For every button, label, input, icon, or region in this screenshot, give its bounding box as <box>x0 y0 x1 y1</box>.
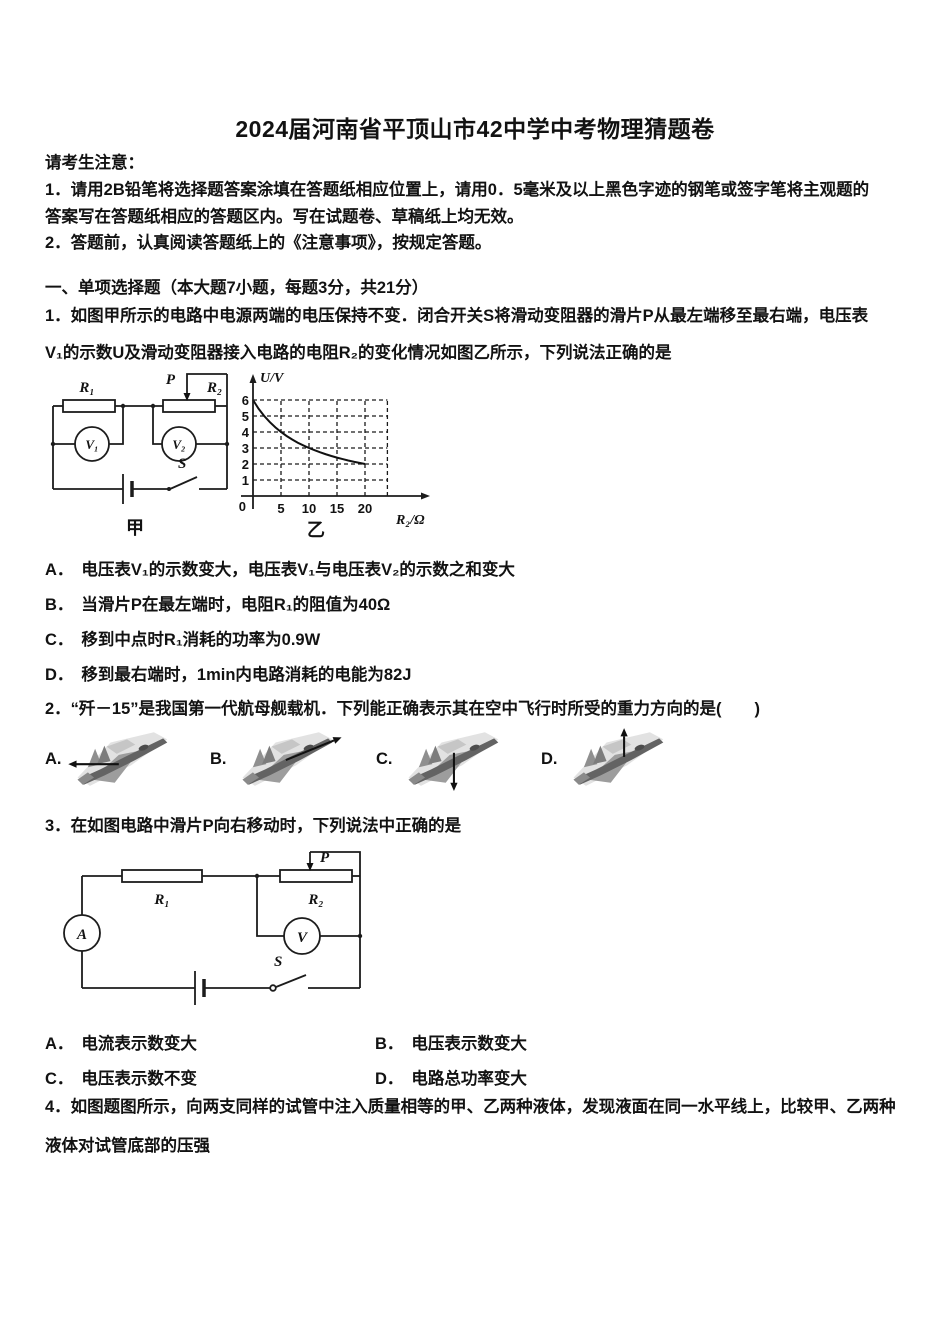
graph-ylabel: U/V <box>260 371 285 386</box>
q2-option-d: D. <box>541 726 680 792</box>
section1-heading: 一、单项选择题（本大题7小题，每题3分，共21分） <box>45 279 429 297</box>
q4-text-line2: 液体对试管底部的压强 <box>45 1137 210 1155</box>
jet-image-arrow-left <box>67 732 167 786</box>
label-v: V <box>297 930 309 946</box>
q3-option-b: B．电压表示数变大 <box>375 1035 527 1053</box>
resistor-r1 <box>62 399 116 413</box>
q3-text: 3．在如图电路中滑片P向右移动时，下列说法中正确的是 <box>45 817 462 835</box>
q1-option-d: D．移到最右端时，1min内电路消耗的电能为82J <box>45 666 412 684</box>
notice-item1-line1: 1．请用2B铅笔将选择题答案涂填在答题纸相应位置上，请用0．5毫米及以上黑色字迹… <box>45 181 870 199</box>
notice-heading: 请考生注意： <box>45 154 144 172</box>
rheostat-r2 <box>279 869 353 883</box>
q1-text-line1: 1．如图甲所示的电路中电源两端的电压保持不变．闭合开关S将滑动变阻器的滑片P从最… <box>45 307 869 325</box>
switch-s <box>169 476 198 490</box>
q1-option-a: A．电压表V₁的示数变大，电压表V₁与电压表V₂的示数之和变大 <box>45 561 515 579</box>
svg-text:3: 3 <box>242 441 249 456</box>
label-s: S <box>178 456 186 472</box>
label-r2: R₂ <box>307 892 323 908</box>
label-v2: V₂ <box>172 437 185 452</box>
svg-text:2: 2 <box>242 457 249 472</box>
label-r2: R₂ <box>206 380 222 396</box>
q3-option-c: C．电压表示数不变 <box>45 1070 197 1088</box>
label-v1: V₁ <box>85 437 98 452</box>
q2-option-c: C. <box>376 726 515 792</box>
q3-option-d: D．电路总功率变大 <box>375 1070 527 1088</box>
svg-text:4: 4 <box>242 425 250 440</box>
resistor-r1 <box>121 869 203 883</box>
jet-image-arrow-down <box>408 732 498 791</box>
caption-jia: 甲 <box>126 518 144 538</box>
svg-text:10: 10 <box>302 501 316 516</box>
rheostat-r2 <box>162 399 216 413</box>
graph-xlabel: R₂/Ω <box>395 513 425 528</box>
q3-option-a: A．电流表示数变大 <box>45 1035 197 1053</box>
graph-origin: 0 <box>239 499 246 514</box>
svg-text:5: 5 <box>242 409 249 424</box>
q2-text: 2．“歼－15”是我国第一代航母舰载机．下列能正确表示其在空中飞行时所受的重力方… <box>45 700 761 718</box>
label-p: P <box>166 372 176 388</box>
label-r1: R₁ <box>153 892 169 908</box>
switch-pivot <box>269 984 277 992</box>
notice-item2: 2．答题前，认真阅读答题纸上的《注意事项》，按规定答题。 <box>45 234 492 252</box>
label-a: A <box>76 927 87 943</box>
q2-option-b: B. <box>210 726 349 792</box>
switch-s <box>275 974 307 988</box>
svg-text:5: 5 <box>277 501 284 516</box>
label-s: S <box>274 954 282 970</box>
svg-text:20: 20 <box>358 501 372 516</box>
notice-item1-line2: 答案写在答题纸相应的答题区内。写在试题卷、草稿纸上均无效。 <box>45 208 524 226</box>
q3-circuit-diagram: A R₁ R₂ P V S <box>63 850 363 1005</box>
svg-text:1: 1 <box>242 473 249 488</box>
label-r1: R₁ <box>78 380 94 396</box>
page-title: 2024届河南省平顶山市42中学中考物理猜题卷 <box>235 116 715 142</box>
label-p: P <box>320 850 330 866</box>
jet-image-arrow-forward <box>242 732 342 786</box>
q4-text-line1: 4．如图题图所示，向两支同样的试管中注入质量相等的甲、乙两种液体，发现液面在同一… <box>45 1098 896 1116</box>
q2-option-a: A. <box>45 726 184 792</box>
svg-text:6: 6 <box>242 393 249 408</box>
caption-yi: 乙 <box>307 520 325 540</box>
jet-image-arrow-up <box>573 728 663 786</box>
svg-text:15: 15 <box>330 501 344 516</box>
q1-text-line2: V₁的示数U及滑动变阻器接入电路的电阻R₂的变化情况如图乙所示，下列说法正确的是 <box>45 344 672 362</box>
q1-option-b: B．当滑片P在最左端时，电阻R₁的阻值为40Ω <box>45 596 391 614</box>
q1-circuit-diagram: P R₂ R₁ V₁ V₂ S 甲 <box>50 372 230 538</box>
q1-option-c: C．移到中点时R₁消耗的功率为0.9W <box>45 631 321 649</box>
